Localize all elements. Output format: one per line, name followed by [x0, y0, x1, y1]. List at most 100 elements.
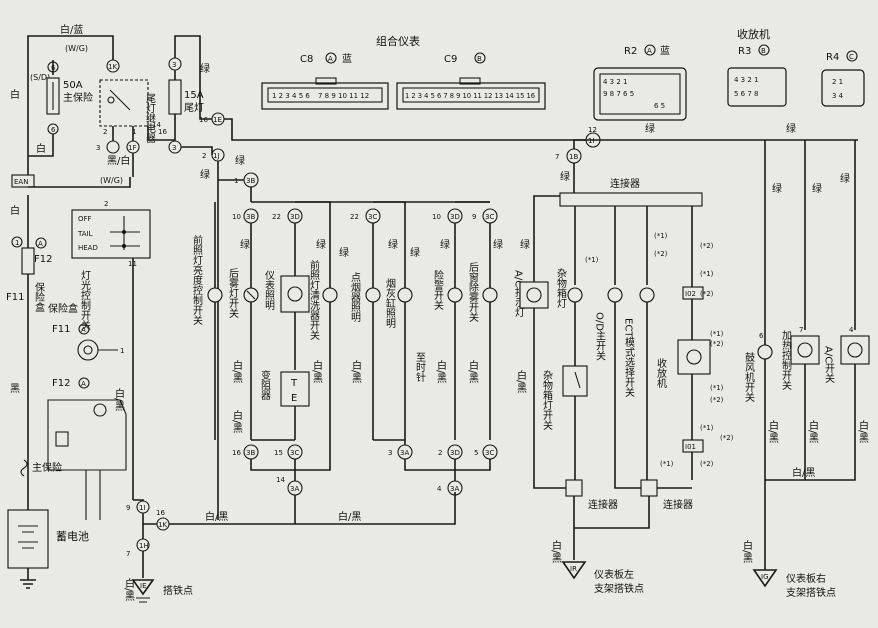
ac-indicator-lamp	[519, 281, 549, 309]
wb-left-1: 白/黑	[205, 510, 228, 523]
g-m8: 绿	[520, 238, 530, 251]
ground-right-label-2: 支架搭铁点	[786, 586, 836, 599]
i01-label: I01	[685, 443, 696, 451]
od-sw-label: O/D主开关	[594, 312, 606, 362]
star-2i: (*2)	[720, 434, 734, 442]
fuse-to-1e	[199, 110, 212, 120]
f12-letter: A	[38, 240, 43, 248]
g-m5: 绿	[410, 246, 420, 259]
black-white-label: 黑/白	[107, 154, 130, 167]
blower-pin-6: 6	[759, 332, 764, 340]
rheostat-e: E	[291, 393, 297, 404]
f11-label: F11	[52, 324, 70, 335]
wb-r6: 白/黑	[741, 539, 753, 564]
wb-join-3	[373, 439, 455, 471]
star-1b: (*2)	[654, 250, 668, 258]
i01-box	[682, 439, 704, 453]
radio-title: 收放机	[737, 27, 770, 41]
g-m7: 绿	[493, 238, 503, 251]
star-1c: (*1)	[585, 256, 599, 264]
defog-sw: 后窗除雾开关	[467, 262, 479, 323]
fuse-to-1j	[181, 146, 213, 155]
r4-connector: 2 1 3 4	[821, 69, 865, 107]
t1k2-label: 1K	[158, 521, 167, 529]
green-r5: 绿	[840, 172, 850, 185]
r2-circle	[644, 44, 656, 56]
r4-circle	[846, 50, 858, 62]
heater-switch	[790, 335, 820, 365]
f11-terminal	[77, 339, 99, 361]
ect-lamp	[639, 287, 655, 303]
r3-circle	[758, 44, 770, 56]
glove-sw-label: 杂物箱灯开关	[541, 370, 553, 431]
g-m3: 绿	[339, 246, 349, 259]
tail-relay	[99, 79, 149, 127]
ground-left-label: 仪表板左	[594, 568, 634, 581]
right-wb-bus	[533, 480, 692, 489]
green-label-l1: 绿	[200, 168, 210, 181]
switch-head: HEAD	[78, 244, 98, 252]
hl-ctrl-sw: 前照灯亮度控制开关	[191, 234, 203, 326]
wb-m4: 白/黑	[350, 359, 362, 384]
connector-bar	[559, 192, 703, 207]
r4-pins-bot: 3 4	[832, 92, 844, 100]
f12-pin-1	[11, 236, 23, 248]
white-blue-wire	[27, 35, 114, 160]
c3d-bot-label: 3D	[450, 449, 460, 457]
connector-left-label: 连接器	[588, 498, 618, 511]
c3c-bot-pin: 15	[274, 449, 283, 457]
t1b-pin: 7	[555, 153, 559, 161]
t1k-circle	[106, 59, 120, 73]
f12-label-2: F12	[52, 378, 70, 389]
hazard-sw: 险警开关	[432, 269, 444, 311]
combo-meter-title: 组合仪表	[376, 34, 420, 48]
star-2k: (*2)	[700, 460, 714, 468]
c3c-bot-label: 3C	[290, 449, 299, 457]
headlamp-ctrl-bulb	[207, 287, 223, 303]
c3a-bot2-pin: 3	[388, 449, 392, 457]
c3c-bot2-label: 3C	[485, 449, 494, 457]
white-label-h: 白	[36, 142, 46, 155]
t3-circle	[106, 140, 120, 154]
wb-r5: 白/黑	[550, 539, 562, 564]
light-switch-label: 灯光控制开关	[79, 270, 91, 331]
black-label: 黑	[10, 383, 20, 395]
rear-fog-sw: 后雾灯开关	[227, 268, 239, 319]
c8-circle	[325, 52, 337, 64]
connector-left	[565, 479, 583, 497]
star-2j: (*1)	[660, 460, 674, 468]
washer-sw: 前照灯清洗器开关	[308, 259, 320, 341]
t3-label: 3	[96, 144, 100, 152]
fuse-to-bus	[28, 134, 54, 157]
ground-symbol-ig	[752, 569, 778, 588]
r3-row2: 5 6 7 8	[734, 90, 759, 98]
e-an-label: EAN	[14, 178, 28, 186]
white-blue-label: 白/蓝	[60, 23, 83, 36]
ground-symbol-ie	[131, 579, 155, 596]
rheostat-t: T	[290, 378, 298, 389]
t1b-label: 1B	[569, 153, 578, 161]
c3c-top2-pin: 9	[472, 213, 476, 221]
ground-ig: IG	[761, 573, 769, 581]
t1f-label: 1F	[128, 144, 136, 152]
main-fuse-squiggle	[20, 459, 28, 477]
t11-pin: 12	[588, 126, 597, 134]
c9-pins: 1 2 3 4 5 6 7 8 9 10 11 12 13 14 15 16	[405, 92, 536, 100]
relay-pin-14: 14	[152, 121, 161, 129]
c8-connector: 1 2 3 4 5 6 7 8 9 10 11 12	[261, 77, 389, 110]
heater-pin-7: 7	[799, 326, 803, 334]
r2-row2: 9 8 7 6 5	[603, 90, 634, 98]
wg-label-1: (W/G)	[65, 44, 88, 53]
wb-join-4	[454, 459, 491, 481]
sd-label: (S/D)	[30, 73, 50, 82]
left-ground-bus	[133, 492, 456, 539]
f12-pin-1-label: 1	[15, 239, 19, 247]
ac-switch	[840, 335, 870, 365]
wb-m7: 白/黑	[515, 369, 527, 394]
wb-r1: 白/黑	[792, 466, 815, 479]
wg-wire	[28, 177, 131, 188]
c3b-top2-label: 3B	[246, 213, 255, 221]
connector-right	[640, 479, 658, 497]
e-an-box	[11, 174, 35, 188]
